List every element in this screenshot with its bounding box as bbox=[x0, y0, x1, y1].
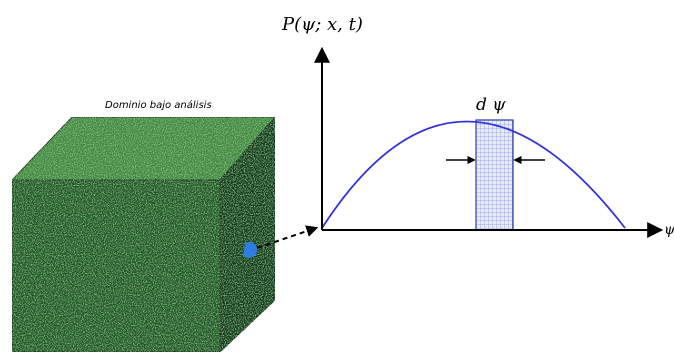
d-psi-band bbox=[475, 119, 514, 231]
plot-title: P(ψ; x, t) bbox=[281, 14, 363, 35]
pdf-curve bbox=[321, 120, 626, 229]
cube-front-face bbox=[11, 179, 221, 353]
point-marker bbox=[244, 241, 258, 258]
d-psi-label: d ψ bbox=[476, 95, 506, 115]
domain-cube bbox=[10, 115, 277, 354]
cube-label: Dominio bajo análisis bbox=[105, 99, 212, 111]
pdf-plot bbox=[314, 46, 664, 238]
connector-arrow bbox=[256, 225, 319, 249]
x-axis-label: ψ bbox=[664, 222, 674, 238]
